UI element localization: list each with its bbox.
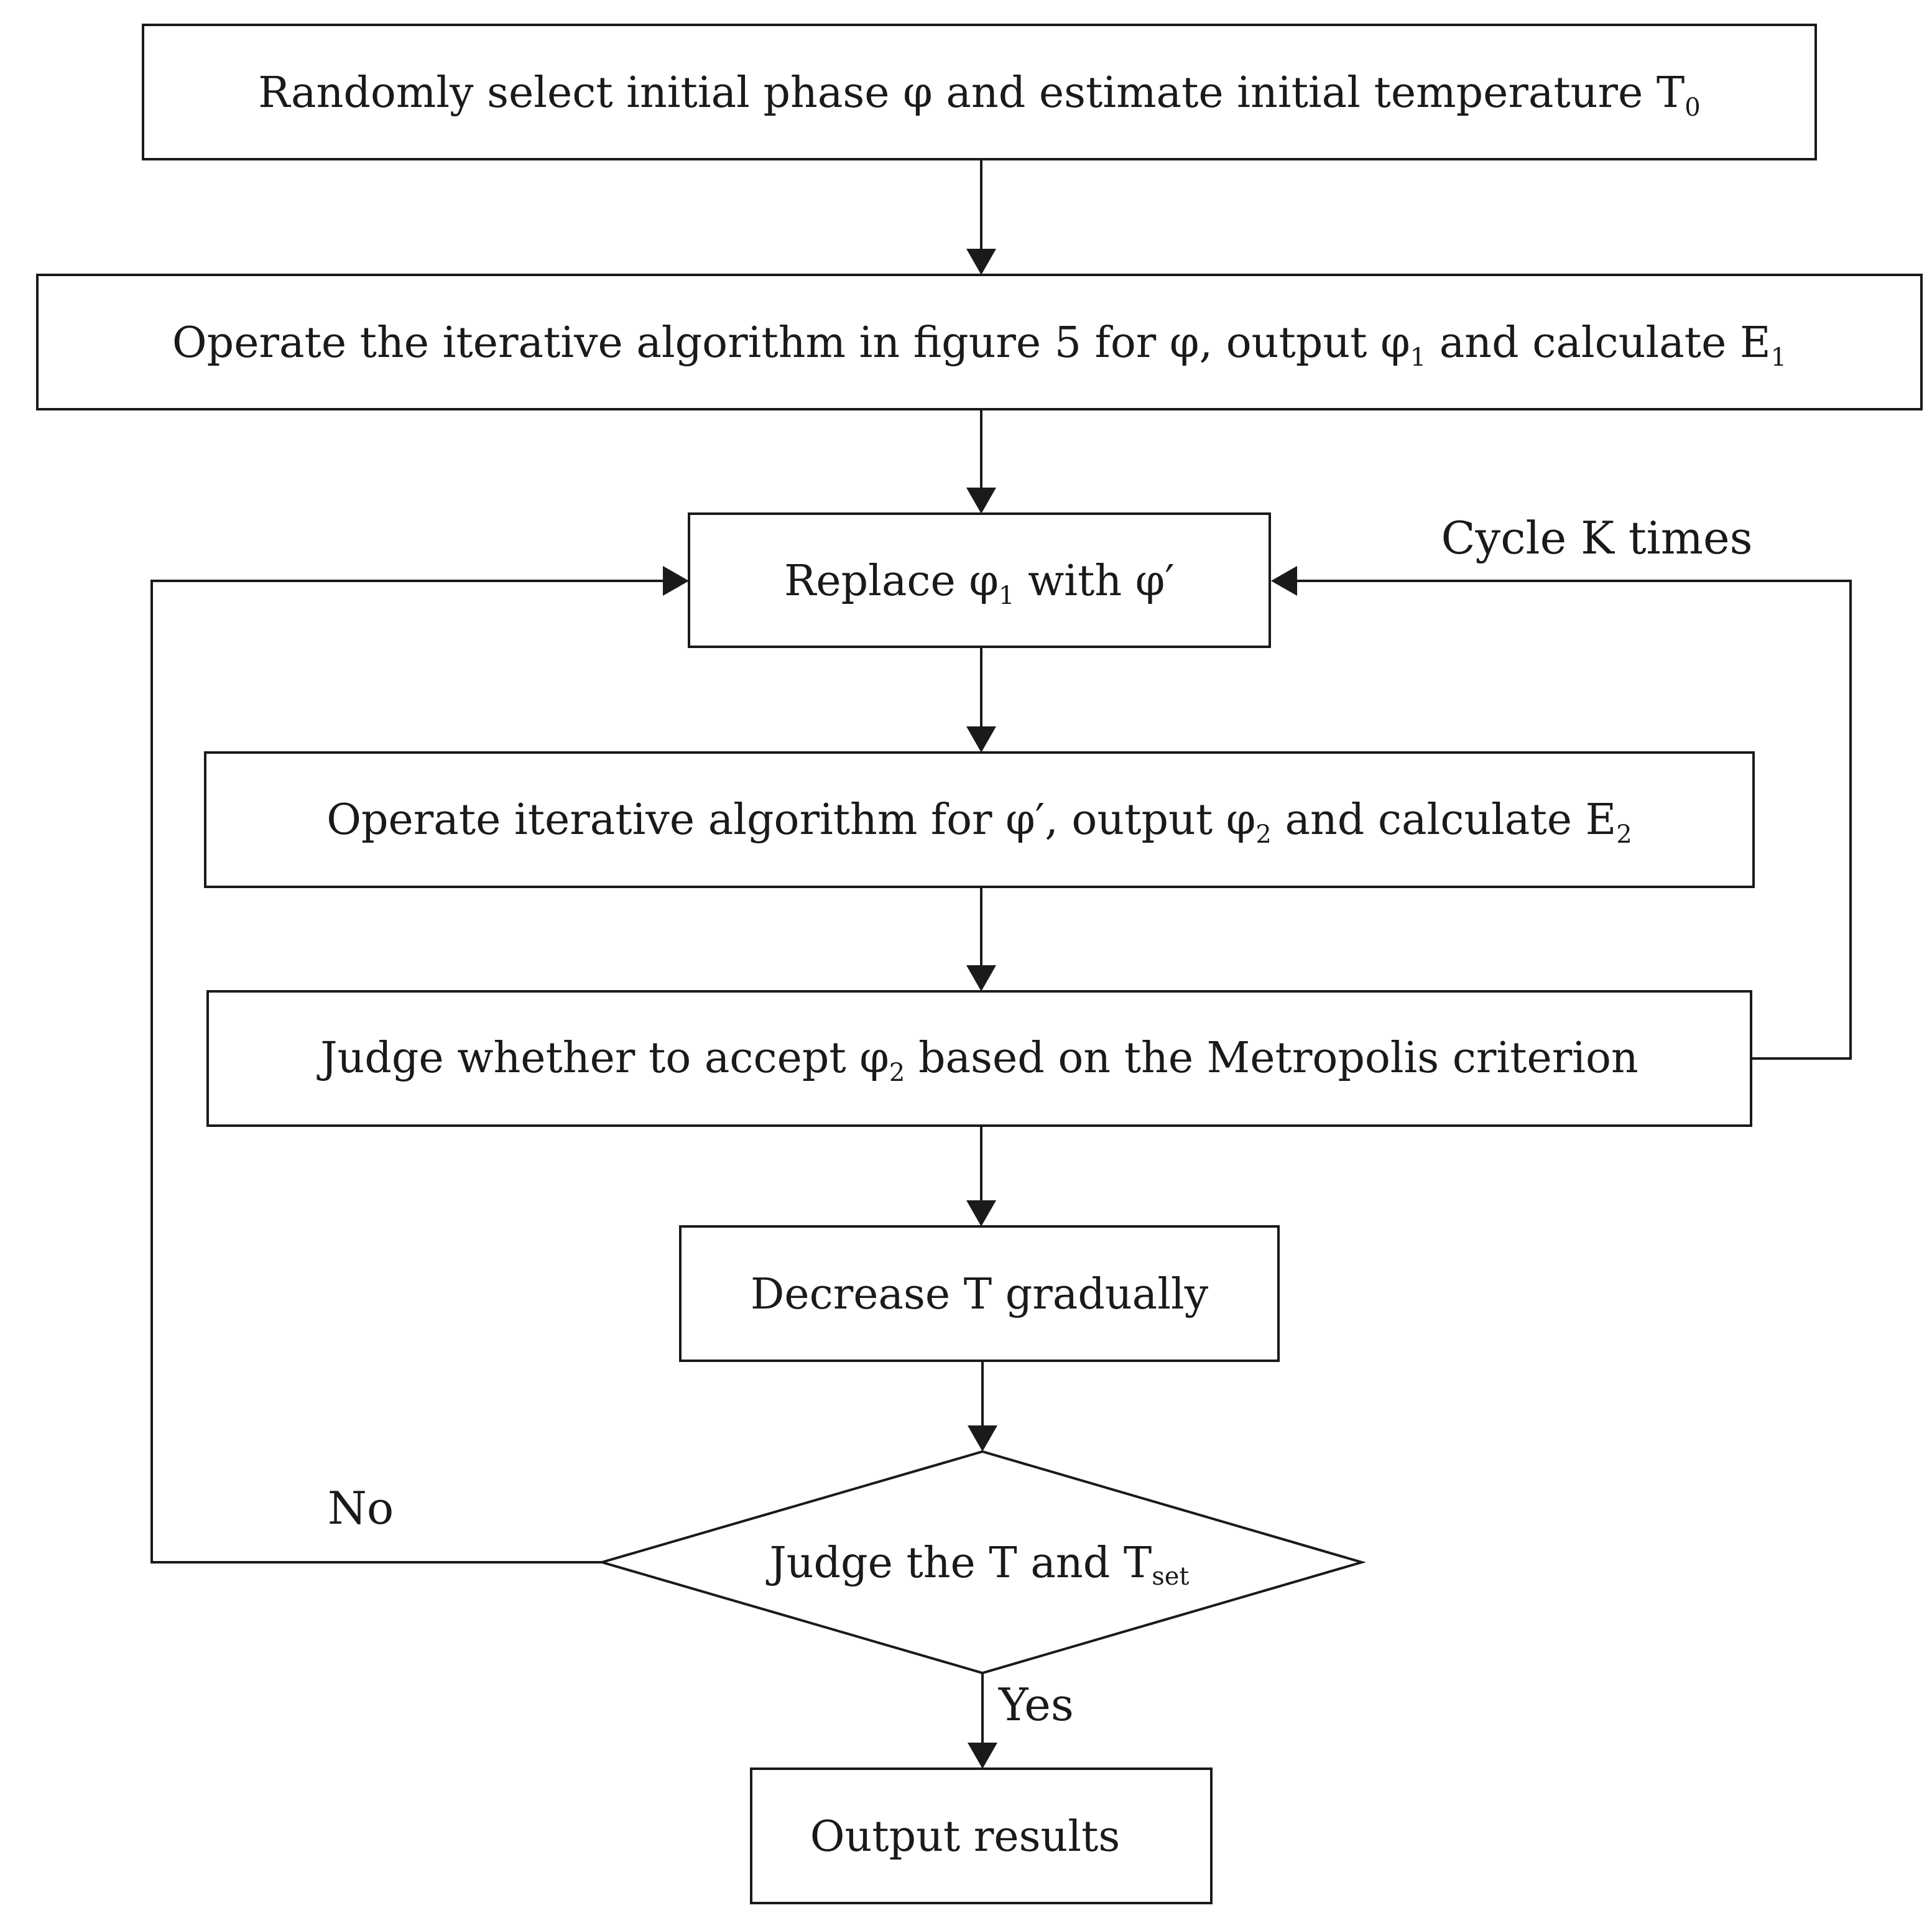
replace-phase-label: Replace φ1 with φ′	[784, 557, 1175, 610]
start-box	[142, 24, 1817, 160]
metropolis-judge-box	[206, 990, 1752, 1127]
operate-iterative-label: Operate the iterative algorithm in figur…	[172, 318, 1786, 372]
main-flow-arrows	[966, 159, 997, 1769]
cycle-loop-arrow	[1271, 566, 1852, 1060]
operate-iterative-prime-box	[204, 751, 1755, 888]
start-label: Randomly select initial phase φ and esti…	[258, 68, 1700, 122]
output-results-label: Output results	[810, 1812, 1121, 1861]
replace-phase-box	[688, 512, 1271, 648]
operate-iterative-prime-label: Operate iterative algorithm for φ′, outp…	[326, 795, 1632, 849]
yes-branch-label: Yes	[998, 1679, 1074, 1731]
output-results-box	[750, 1767, 1213, 1904]
decrease-temperature-box	[679, 1225, 1280, 1362]
decrease-temperature-label: Decrease T gradually	[751, 1270, 1209, 1319]
no-branch-label: No	[328, 1482, 394, 1534]
no-loop-arrow	[150, 566, 689, 1564]
cycle-k-times-label: Cycle K times	[1441, 512, 1752, 564]
operate-iterative-box	[36, 274, 1923, 410]
metropolis-judge-label: Judge whether to accept φ2 based on the …	[317, 1034, 1638, 1087]
temperature-decision-label: Judge the T and Tset	[765, 1539, 1189, 1591]
